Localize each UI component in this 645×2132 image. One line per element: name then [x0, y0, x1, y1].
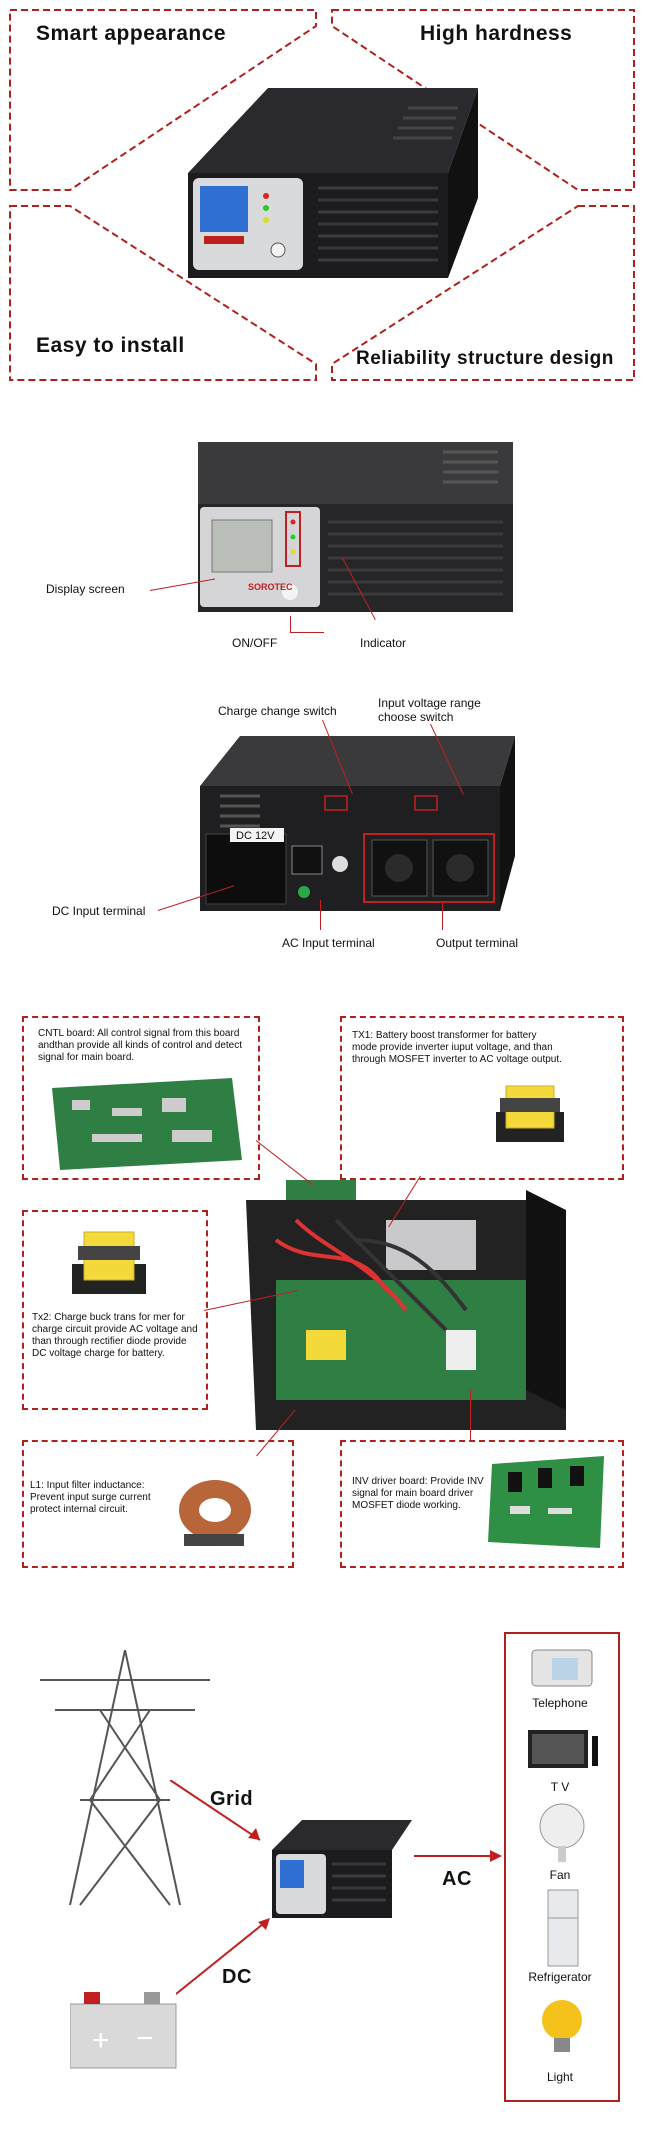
- label-dc: DC: [222, 1966, 252, 1988]
- label-indicator: Indicator: [360, 636, 407, 650]
- label-output: Output terminal: [436, 936, 519, 950]
- fan-icon: [539, 1803, 585, 1862]
- inv-note: INV driver board: Provide INV signal for…: [352, 1476, 484, 1511]
- system-section: Grid AC DC + − Telephone T V: [0, 1620, 645, 2120]
- light-bulb-icon: [542, 2000, 582, 2052]
- svg-text:+: +: [92, 2024, 110, 2057]
- inverter-device-image: [188, 88, 478, 278]
- transmission-tower-icon: [40, 1650, 210, 1906]
- l1-inductor-image: [179, 1480, 251, 1546]
- telephone-icon: [531, 1649, 593, 1687]
- front-panel-image: [198, 442, 513, 612]
- feature-high-hardness: High hardness: [420, 22, 573, 45]
- rear-panel-image: [200, 736, 515, 911]
- cntl-board-image: [52, 1078, 242, 1170]
- tx1-transformer-image: [496, 1085, 564, 1142]
- leader-onoff: [290, 616, 291, 632]
- brand-text: SOROTEC: [248, 582, 293, 592]
- label-display-screen: Display screen: [46, 582, 125, 596]
- inverter-small-image: [272, 1820, 412, 1918]
- tx1-box: [340, 1016, 624, 1180]
- tx1-note: TX1: Battery boost transformer for batte…: [352, 1030, 562, 1065]
- tv-icon: [528, 1730, 598, 1768]
- l1-note: L1: Input filter inductance: Prevent inp…: [30, 1480, 151, 1515]
- inv-board-image: [488, 1456, 604, 1548]
- l1-box: [22, 1440, 294, 1568]
- tx2-note: Tx2: Charge buck trans for mer for charg…: [32, 1312, 198, 1359]
- leader-output: [442, 902, 443, 930]
- loads-box: [504, 1632, 620, 2102]
- open-unit-image: [246, 1180, 566, 1430]
- arrow-ac: [414, 1850, 502, 1862]
- label-dc-input: DC Input terminal: [52, 904, 146, 918]
- front-panel-section: SOROTEC Display screen ON/OFF Indicator: [0, 440, 645, 660]
- leader-ac: [320, 900, 321, 930]
- label-ac: AC: [442, 1868, 472, 1890]
- load-light: Light: [546, 2070, 574, 2084]
- tx2-transformer-image: [72, 1231, 146, 1294]
- arrow-grid: [170, 1780, 261, 1841]
- arrow-dc: [176, 1918, 270, 1995]
- leader-onoff-h: [290, 632, 324, 633]
- feature-easy-install: Easy to install: [36, 334, 185, 357]
- rear-panel-section: Charge change switch Input voltage range…: [0, 690, 645, 960]
- features-dashed-frame: [9, 9, 635, 381]
- refrigerator-icon: [547, 1889, 579, 1967]
- leader-cntl: [255, 1140, 314, 1186]
- load-tv: T V: [550, 1780, 570, 1794]
- label-input-voltage-1: Input voltage range: [378, 696, 481, 710]
- cntl-box: [22, 1016, 260, 1180]
- svg-text:−: −: [136, 2022, 154, 2055]
- load-refrigerator: Refrigerator: [528, 1970, 592, 1984]
- inv-box: [340, 1440, 624, 1568]
- label-ac-input: AC Input terminal: [282, 936, 375, 950]
- dc-tag: DC 12V: [236, 830, 275, 842]
- cntl-note: CNTL board: All control signal from this…: [38, 1028, 243, 1063]
- label-charge-switch: Charge change switch: [218, 704, 337, 718]
- features-panel: Smart appearance High hardness Easy to i…: [8, 8, 636, 382]
- battery-icon: + −: [70, 1992, 177, 2069]
- load-fan: Fan: [549, 1868, 571, 1882]
- feature-reliability: Reliability structure design: [356, 348, 614, 369]
- label-input-voltage-2: choose switch: [378, 710, 454, 724]
- label-on-off: ON/OFF: [232, 636, 278, 650]
- leader-inv: [470, 1390, 471, 1440]
- label-grid: Grid: [210, 1788, 254, 1810]
- load-telephone: Telephone: [532, 1696, 588, 1710]
- feature-smart-appearance: Smart appearance: [36, 22, 227, 45]
